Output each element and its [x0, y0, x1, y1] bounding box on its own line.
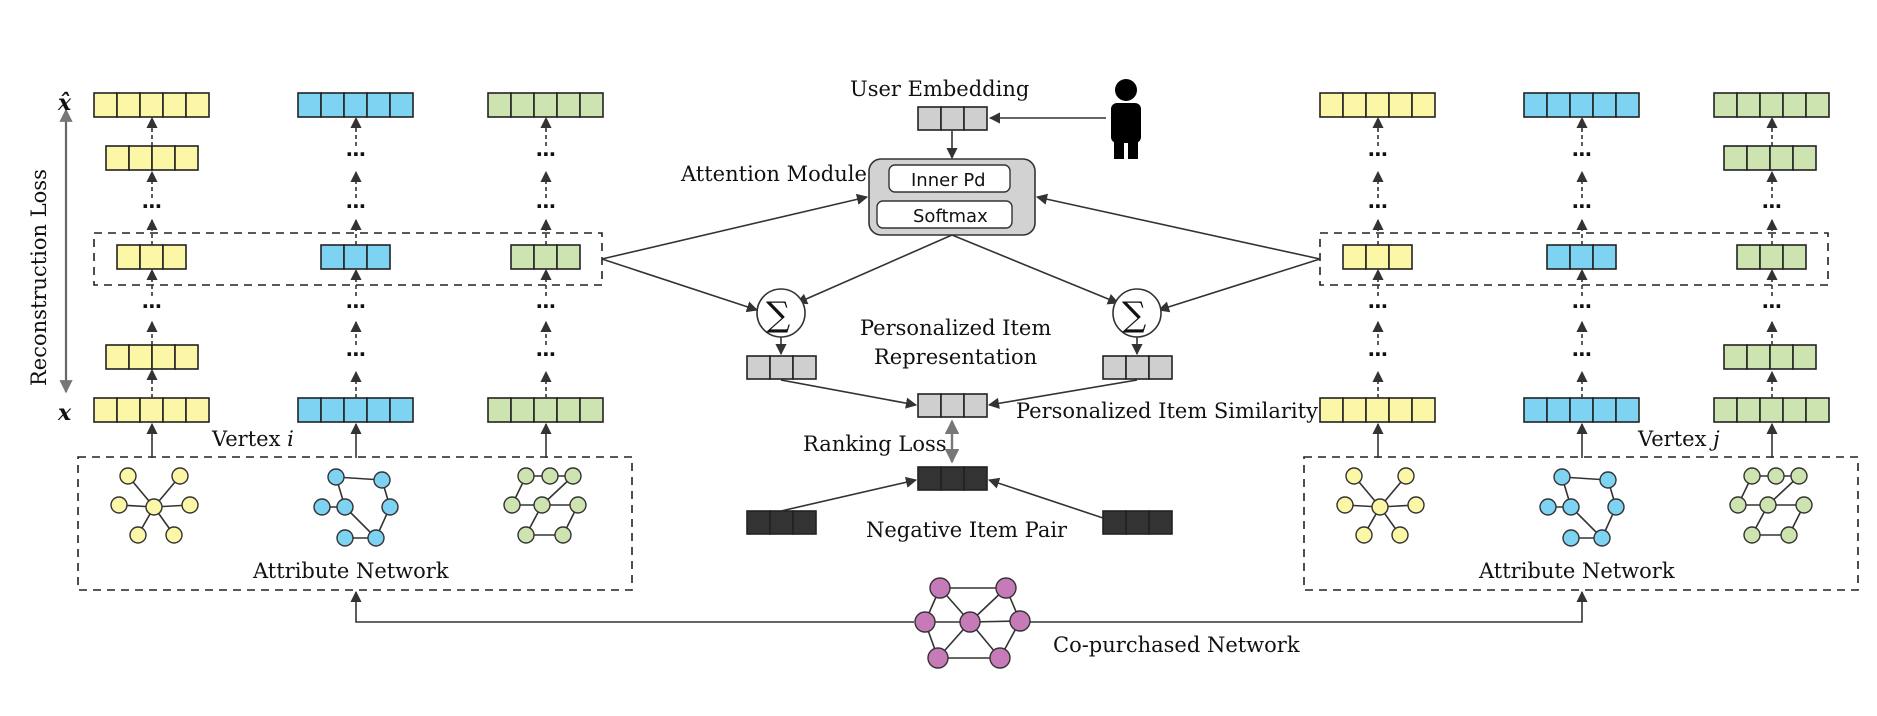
- left-repr-to-similarity-arrow: [780, 379, 918, 409]
- attribute-network-left-label: Attribute Network: [252, 559, 449, 583]
- negative-similarity-vector: [917, 466, 988, 491]
- svg-text:⋯: ⋯: [1368, 294, 1388, 318]
- embedding-vector: [1523, 92, 1640, 118]
- svg-text:⋯: ⋯: [346, 294, 366, 318]
- svg-text:⋯: ⋯: [1368, 194, 1388, 218]
- embedding-vector: [105, 145, 199, 171]
- attention-module-label: Attention Module: [680, 162, 867, 186]
- right-blue-graph: [1539, 468, 1625, 547]
- left-yellow-star-graph: [110, 467, 199, 544]
- right-attribute-network-group: [1303, 456, 1859, 591]
- column-flow-arrows: [146, 116, 1778, 458]
- svg-text:⋯: ⋯: [1572, 294, 1592, 318]
- right-personalized-item-vector: [1102, 355, 1173, 380]
- negative-item-pair-label: Negative Item Pair: [866, 518, 1068, 542]
- svg-text:⋯: ⋯: [1762, 194, 1782, 218]
- svg-text:⋯: ⋯: [1368, 342, 1388, 366]
- left-blue-column: [297, 92, 414, 423]
- right-negative-arrow: [987, 477, 1104, 519]
- attention-flow-arrows: [601, 193, 1321, 313]
- embedding-vector: [93, 397, 210, 423]
- ranking-loss-label: Ranking Loss: [803, 432, 947, 456]
- left-blue-graph: [313, 468, 399, 547]
- embedding-vector: [320, 244, 391, 270]
- right-repr-to-similarity-arrow: [987, 379, 1138, 409]
- embedding-vector: [1319, 397, 1436, 423]
- svg-text:⋯: ⋯: [346, 142, 366, 166]
- embedding-vector: [1723, 344, 1817, 370]
- right-sum-symbol: ∑: [1122, 295, 1146, 335]
- embedding-vector: [1319, 92, 1436, 118]
- embedding-vector: [297, 92, 414, 118]
- right-negative-item-vector: [1102, 510, 1173, 535]
- left-yellow-column: [93, 92, 210, 423]
- svg-text:⋯: ⋯: [346, 342, 366, 366]
- svg-text:⋯: ⋯: [536, 194, 556, 218]
- embedding-vector: [1723, 145, 1817, 171]
- embedding-vector: [1342, 244, 1413, 270]
- right-yellow-star-graph: [1336, 467, 1425, 544]
- user-embedding-label: User Embedding: [850, 77, 1029, 101]
- x-hat-label: x̂: [57, 90, 72, 116]
- co-purchased-network-label: Co-purchased Network: [1053, 633, 1300, 657]
- embedding-vector: [1713, 92, 1830, 118]
- embedding-vector: [487, 92, 604, 118]
- svg-text:⋯: ⋯: [142, 194, 162, 218]
- right-yellow-column: [1319, 92, 1436, 423]
- personalized-item-similarity-label: Personalized Item Similarity: [1016, 399, 1318, 423]
- embedding-vector: [297, 397, 414, 423]
- svg-text:⋯: ⋯: [142, 294, 162, 318]
- reconstruction-loss-label: Reconstruction Loss: [27, 169, 51, 386]
- svg-text:⋯: ⋯: [536, 142, 556, 166]
- embedding-vector: [1523, 397, 1640, 423]
- left-personalized-item-vector: [746, 355, 817, 380]
- column-ellipses: ⋯ ⋯ ⋯ ⋯ ⋯ ⋯ ⋯ ⋯ ⋯ ⋯ ⋯ ⋯ ⋯ ⋯ ⋯ ⋯ ⋯ ⋯ ⋯ ⋯: [142, 142, 1782, 366]
- personalized-item-label-line1: Personalized Item: [860, 316, 1051, 340]
- right-blue-column: [1523, 92, 1640, 423]
- left-attribute-network-group: [77, 456, 633, 591]
- softmax-label: Softmax: [913, 206, 988, 227]
- x-label: x: [57, 400, 72, 426]
- softmax-box: [876, 200, 1013, 229]
- left-green-column: [487, 92, 604, 423]
- left-green-graph: [503, 467, 587, 544]
- co-purchased-connectors: [350, 590, 1588, 623]
- svg-text:⋯: ⋯: [346, 194, 366, 218]
- svg-text:⋯: ⋯: [536, 294, 556, 318]
- vertex-j-label: Vertex j: [1637, 427, 1720, 451]
- left-negative-item-vector: [746, 510, 817, 535]
- inner-pd-label: Inner Pd: [911, 170, 986, 191]
- embedding-vector: [487, 397, 604, 423]
- user-person-icon: [1111, 79, 1141, 159]
- svg-text:⋯: ⋯: [1572, 342, 1592, 366]
- embedding-vector: [1713, 397, 1830, 423]
- right-green-column: [1713, 92, 1830, 423]
- left-negative-arrow: [780, 476, 918, 512]
- right-green-graph: [1729, 467, 1813, 544]
- left-sum-symbol: ∑: [766, 295, 790, 335]
- svg-text:⋯: ⋯: [1762, 294, 1782, 318]
- inner-pd-box: [888, 164, 1011, 193]
- attribute-network-right-label: Attribute Network: [1478, 559, 1675, 583]
- personalized-similarity-vector: [917, 393, 988, 418]
- user-embedding-vector: [917, 106, 988, 131]
- svg-text:⋯: ⋯: [1368, 142, 1388, 166]
- svg-text:⋯: ⋯: [1572, 142, 1592, 166]
- personalized-item-label-line2: Representation: [874, 345, 1037, 369]
- svg-text:⋯: ⋯: [1572, 194, 1592, 218]
- embedding-vector: [116, 244, 187, 270]
- co-purchased-network-graph: [914, 577, 1031, 669]
- embedding-vector: [510, 244, 581, 270]
- embedding-vector: [105, 344, 199, 370]
- embedding-vector: [1546, 244, 1617, 270]
- embedding-vector: [93, 92, 210, 118]
- svg-text:⋯: ⋯: [536, 342, 556, 366]
- vertex-i-label: Vertex i: [211, 427, 294, 451]
- embedding-vector: [1736, 244, 1807, 270]
